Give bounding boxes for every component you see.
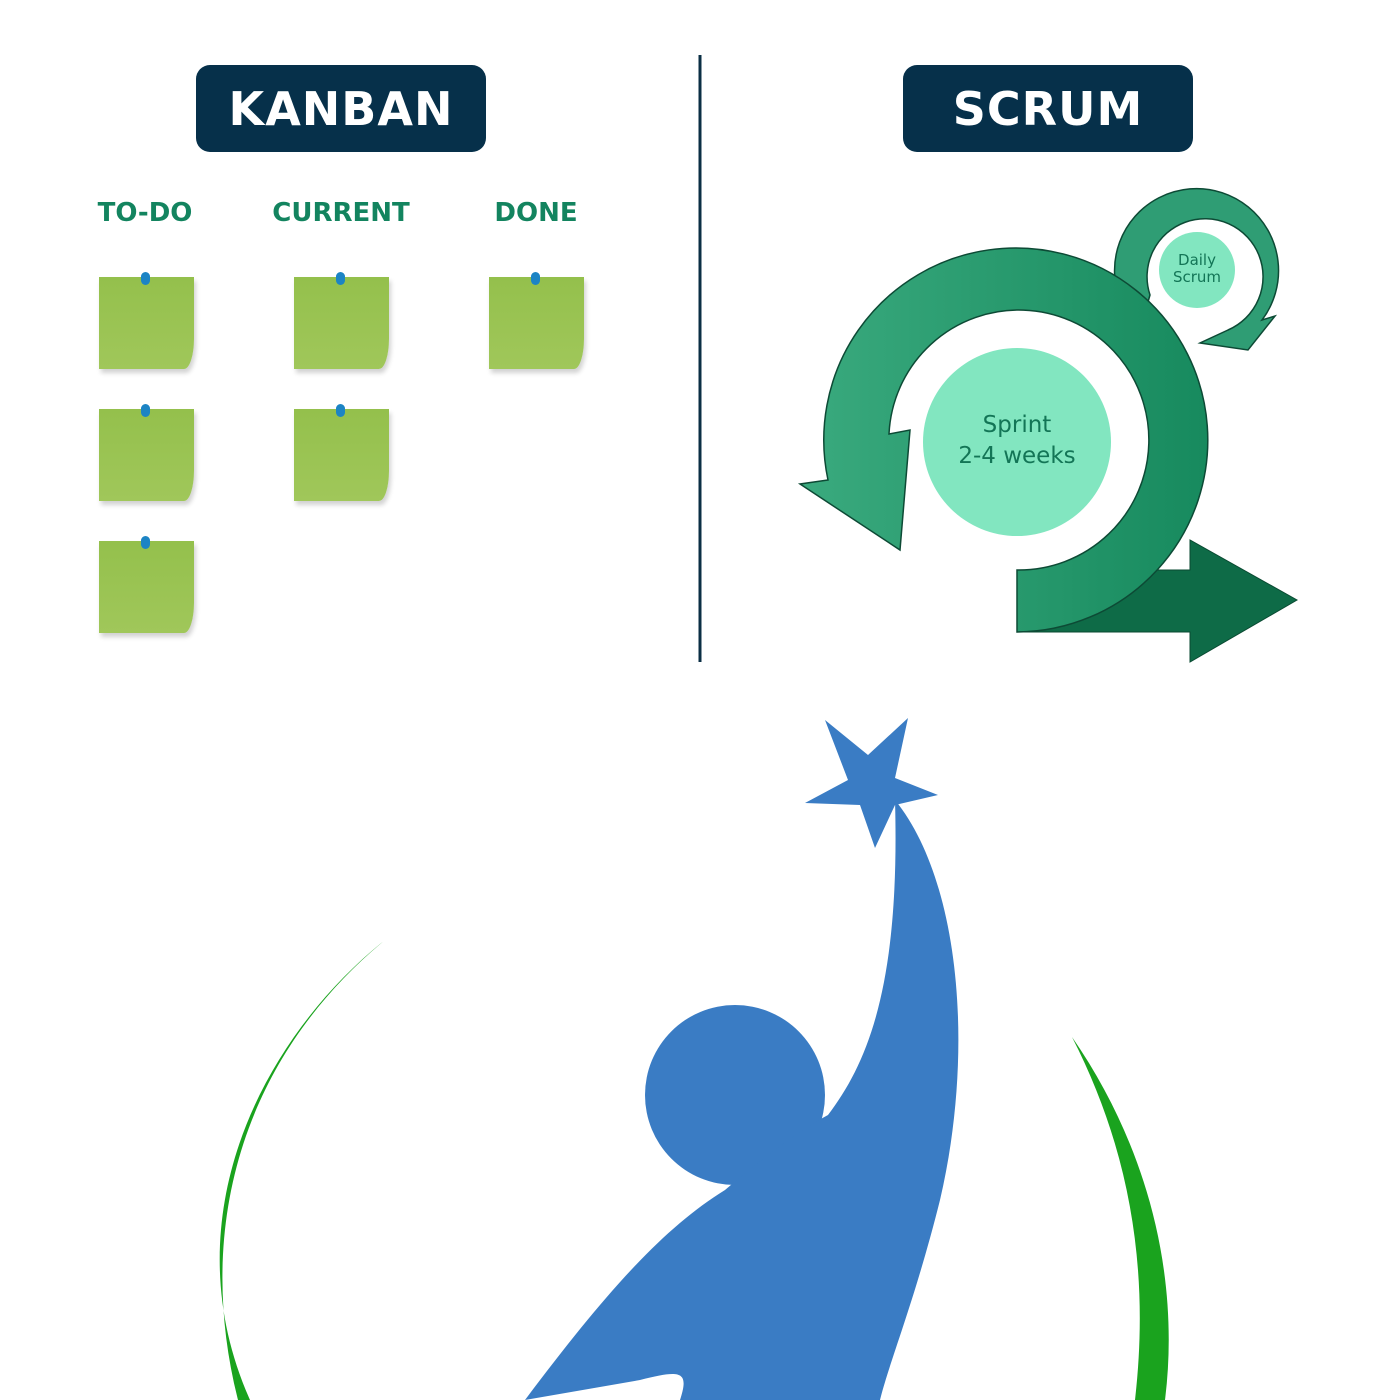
figure-body	[525, 800, 959, 1400]
pin-icon	[336, 272, 345, 285]
sticky-note	[294, 272, 389, 369]
sprint-line2: 2-4 weeks	[958, 443, 1076, 469]
sprint-line1: Sprint	[982, 412, 1052, 438]
pin-icon	[141, 272, 150, 285]
sticky-note	[489, 272, 584, 369]
column-current-header: CURRENT	[272, 198, 410, 228]
daily-line1: Daily	[1178, 251, 1216, 269]
sprint-cycle-arrow	[797, 247, 1209, 633]
column-todo-header: TO-DO	[97, 198, 193, 228]
sticky-note	[99, 272, 194, 369]
star-icon	[805, 718, 938, 848]
pin-icon	[141, 536, 150, 549]
daily-scrum-arrow	[1113, 187, 1280, 351]
left-swoosh	[219, 940, 385, 1400]
daily-scrum-circle	[1159, 232, 1235, 308]
pin-icon	[531, 272, 540, 285]
right-swoosh	[1072, 1037, 1169, 1400]
pin-icon	[336, 404, 345, 417]
sprint-label: Sprint 2-4 weeks	[927, 410, 1107, 472]
sticky-note	[99, 404, 194, 501]
column-done-header: DONE	[494, 198, 578, 228]
daily-line2: Scrum	[1172, 268, 1222, 286]
kanban-title: KANBAN	[196, 65, 486, 152]
sticky-note	[294, 404, 389, 501]
pin-icon	[141, 404, 150, 417]
daily-scrum-label: Daily Scrum	[1159, 252, 1235, 286]
scrum-title: SCRUM	[903, 65, 1193, 152]
sticky-note	[99, 536, 194, 633]
figure-head	[645, 1005, 825, 1185]
sprint-circle	[923, 348, 1111, 536]
